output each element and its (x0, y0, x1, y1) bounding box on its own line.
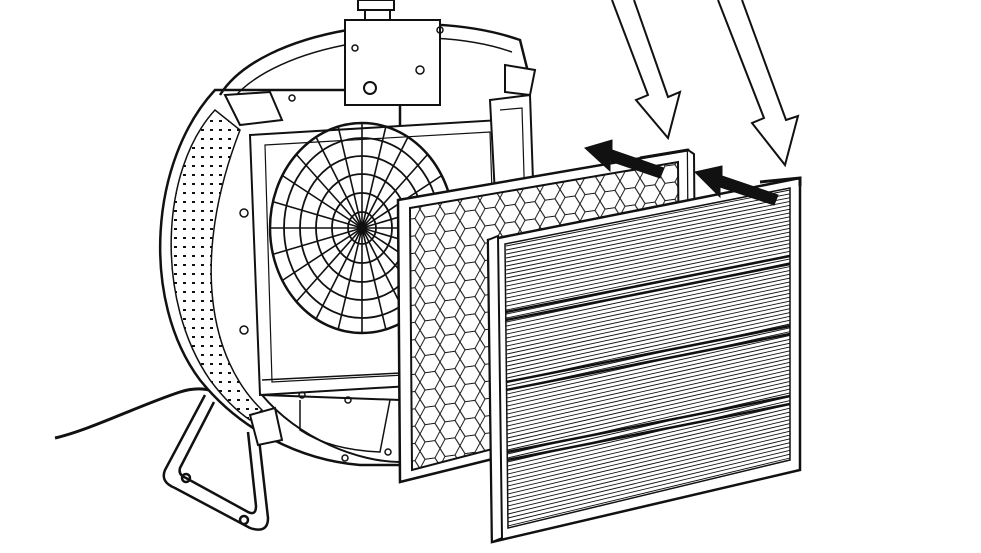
pleat-line (506, 308, 791, 371)
pleat-line (507, 403, 791, 471)
pleat-line (506, 292, 791, 355)
pleat-line (506, 220, 791, 279)
pleat-line (507, 457, 791, 527)
pleat-line (507, 419, 791, 487)
pleat-line (507, 380, 791, 447)
pleat-line (506, 212, 791, 271)
pleat-line (506, 204, 791, 263)
pleat-line (506, 216, 791, 275)
pleat-line (506, 312, 791, 375)
pleat-line (507, 426, 791, 495)
pleat-line (507, 365, 791, 431)
pleat-line (505, 197, 791, 255)
pleat-line (507, 384, 791, 451)
pleat-line (506, 235, 791, 295)
airflow-arrows (611, 0, 800, 168)
pleat-line (507, 415, 791, 483)
pleat-line (507, 434, 791, 503)
pleat-line (507, 442, 791, 511)
pleat-line (507, 423, 791, 491)
pleat-line (507, 430, 791, 499)
pleat-line (507, 373, 791, 439)
pleat-line (507, 350, 791, 415)
pleat-line (506, 243, 791, 303)
pleat-line (507, 438, 791, 507)
pleat-line (506, 273, 791, 335)
pleat-line (507, 377, 791, 443)
stand (162, 394, 270, 531)
pleat-line (507, 338, 791, 403)
pleat-line (505, 189, 791, 247)
pleat-line (506, 304, 791, 367)
pleat-line (506, 296, 791, 359)
pleat-line (506, 224, 791, 283)
pleat-line (506, 335, 791, 399)
pleat-line (507, 400, 791, 467)
pleat-line (506, 285, 791, 347)
pleat-line (507, 342, 791, 407)
pleat-line (507, 369, 791, 435)
pleat-line (506, 231, 791, 291)
pleat-line (507, 392, 791, 459)
pleat-line (507, 453, 791, 523)
fan-grille (268, 121, 456, 335)
pleat-line (506, 315, 791, 379)
pleat-line (507, 407, 791, 475)
pleat-line (505, 193, 791, 251)
pleat-line (505, 201, 791, 259)
pleat-line (506, 269, 791, 331)
pleat-line (506, 258, 791, 319)
pleat-line (506, 266, 791, 327)
pleat-line (507, 446, 791, 515)
pleat-line (506, 227, 791, 287)
pleat-line (507, 346, 791, 411)
pleat-line (507, 358, 791, 423)
pleat-line (506, 281, 791, 343)
pleat-line (507, 361, 791, 427)
pleat-line (506, 208, 791, 267)
pleated-filter (486, 176, 802, 544)
pleat-line (507, 449, 791, 519)
pleat-line (506, 289, 791, 351)
pleat-line (507, 411, 791, 479)
pleat-line (506, 239, 791, 299)
insertion-arrows (584, 139, 779, 206)
pleat-line (506, 250, 791, 311)
pleat-line (507, 354, 791, 419)
pleat-line (506, 246, 791, 307)
pleat-line (506, 277, 791, 339)
pleat-line (506, 300, 791, 363)
